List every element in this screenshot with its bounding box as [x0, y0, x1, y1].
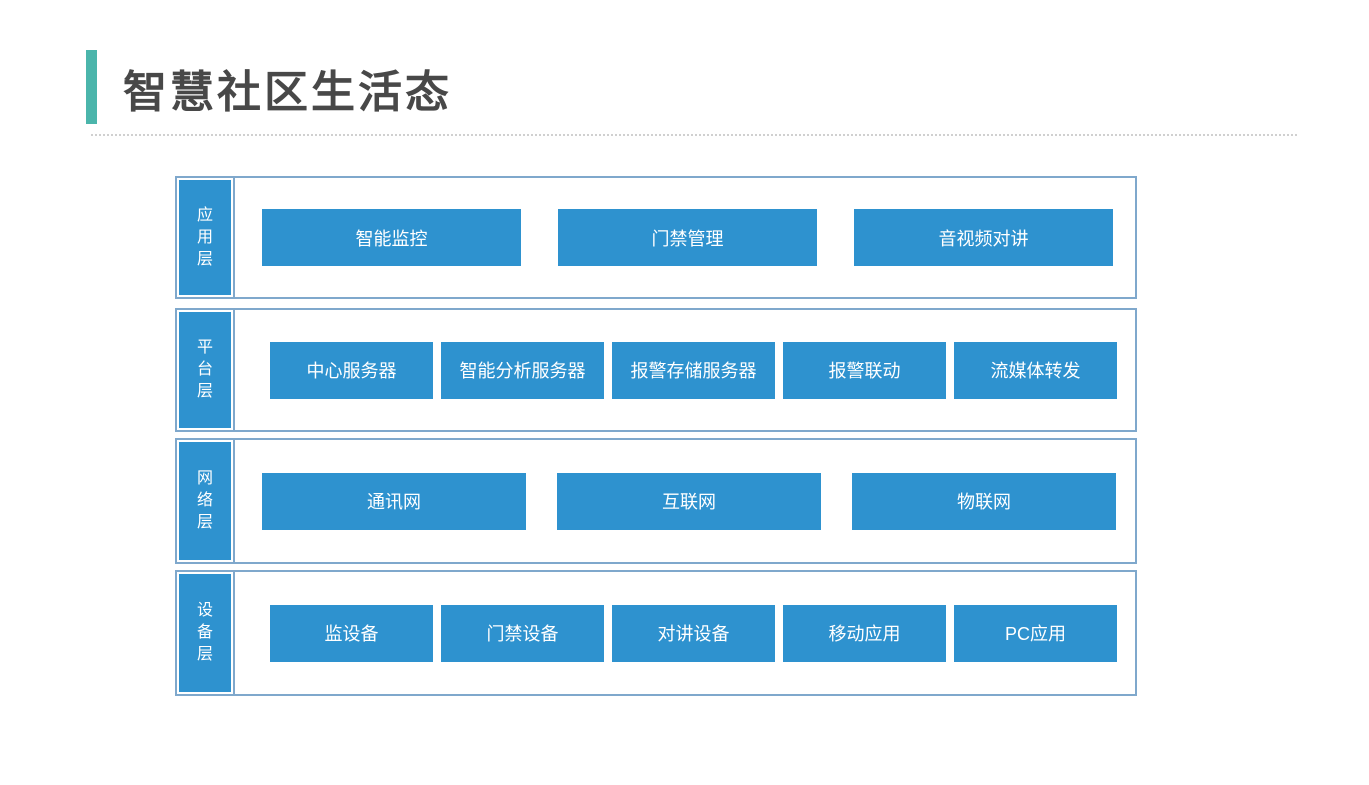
layer-label-text: 网络层 [197, 470, 214, 531]
node-analysis-server: 智能分析服务器 [441, 341, 604, 399]
node-pc-app: PC应用 [954, 604, 1117, 662]
layer-label-fill: 应用层 [179, 180, 231, 295]
layer-content-application: 智能监控 门禁管理 音视频对讲 [235, 178, 1135, 297]
layer-label-text: 平台层 [197, 339, 214, 400]
node-intercom-device: 对讲设备 [612, 604, 775, 662]
layer-row-platform: 平台层 中心服务器 智能分析服务器 报警存储服务器 报警联动 流媒体转发 [175, 308, 1137, 432]
node-telecom-network: 通讯网 [262, 472, 526, 530]
node-alarm-storage-server: 报警存储服务器 [612, 341, 775, 399]
layer-content-network: 通讯网 互联网 物联网 [235, 440, 1135, 562]
node-iot-network: 物联网 [852, 472, 1116, 530]
layer-content-device: 监设备 门禁设备 对讲设备 移动应用 PC应用 [235, 572, 1135, 694]
node-mobile-app: 移动应用 [783, 604, 946, 662]
node-av-intercom: 音视频对讲 [854, 209, 1113, 266]
layer-label-platform: 平台层 [177, 310, 235, 430]
title-divider [91, 134, 1297, 136]
layer-content-platform: 中心服务器 智能分析服务器 报警存储服务器 报警联动 流媒体转发 [235, 310, 1135, 430]
node-alarm-linkage: 报警联动 [783, 341, 946, 399]
node-access-management: 门禁管理 [558, 209, 817, 266]
layer-label-application: 应用层 [177, 178, 235, 297]
node-internet: 互联网 [557, 472, 821, 530]
layer-label-text: 设备层 [197, 602, 214, 663]
node-central-server: 中心服务器 [270, 341, 433, 399]
layer-row-network: 网络层 通讯网 互联网 物联网 [175, 438, 1137, 564]
page-title: 智慧社区生活态 [123, 68, 452, 117]
layer-label-fill: 设备层 [179, 574, 231, 692]
layer-row-device: 设备层 监设备 门禁设备 对讲设备 移动应用 PC应用 [175, 570, 1137, 696]
node-smart-monitoring: 智能监控 [262, 209, 521, 266]
layer-label-fill: 网络层 [179, 442, 231, 560]
layer-label-fill: 平台层 [179, 312, 231, 428]
node-access-device: 门禁设备 [441, 604, 604, 662]
title-accent-bar [86, 50, 97, 124]
node-monitor-device: 监设备 [270, 604, 433, 662]
layer-label-network: 网络层 [177, 440, 235, 562]
layer-label-device: 设备层 [177, 572, 235, 694]
layer-row-application: 应用层 智能监控 门禁管理 音视频对讲 [175, 176, 1137, 299]
layer-label-text: 应用层 [197, 206, 214, 268]
node-streaming-relay: 流媒体转发 [954, 341, 1117, 399]
